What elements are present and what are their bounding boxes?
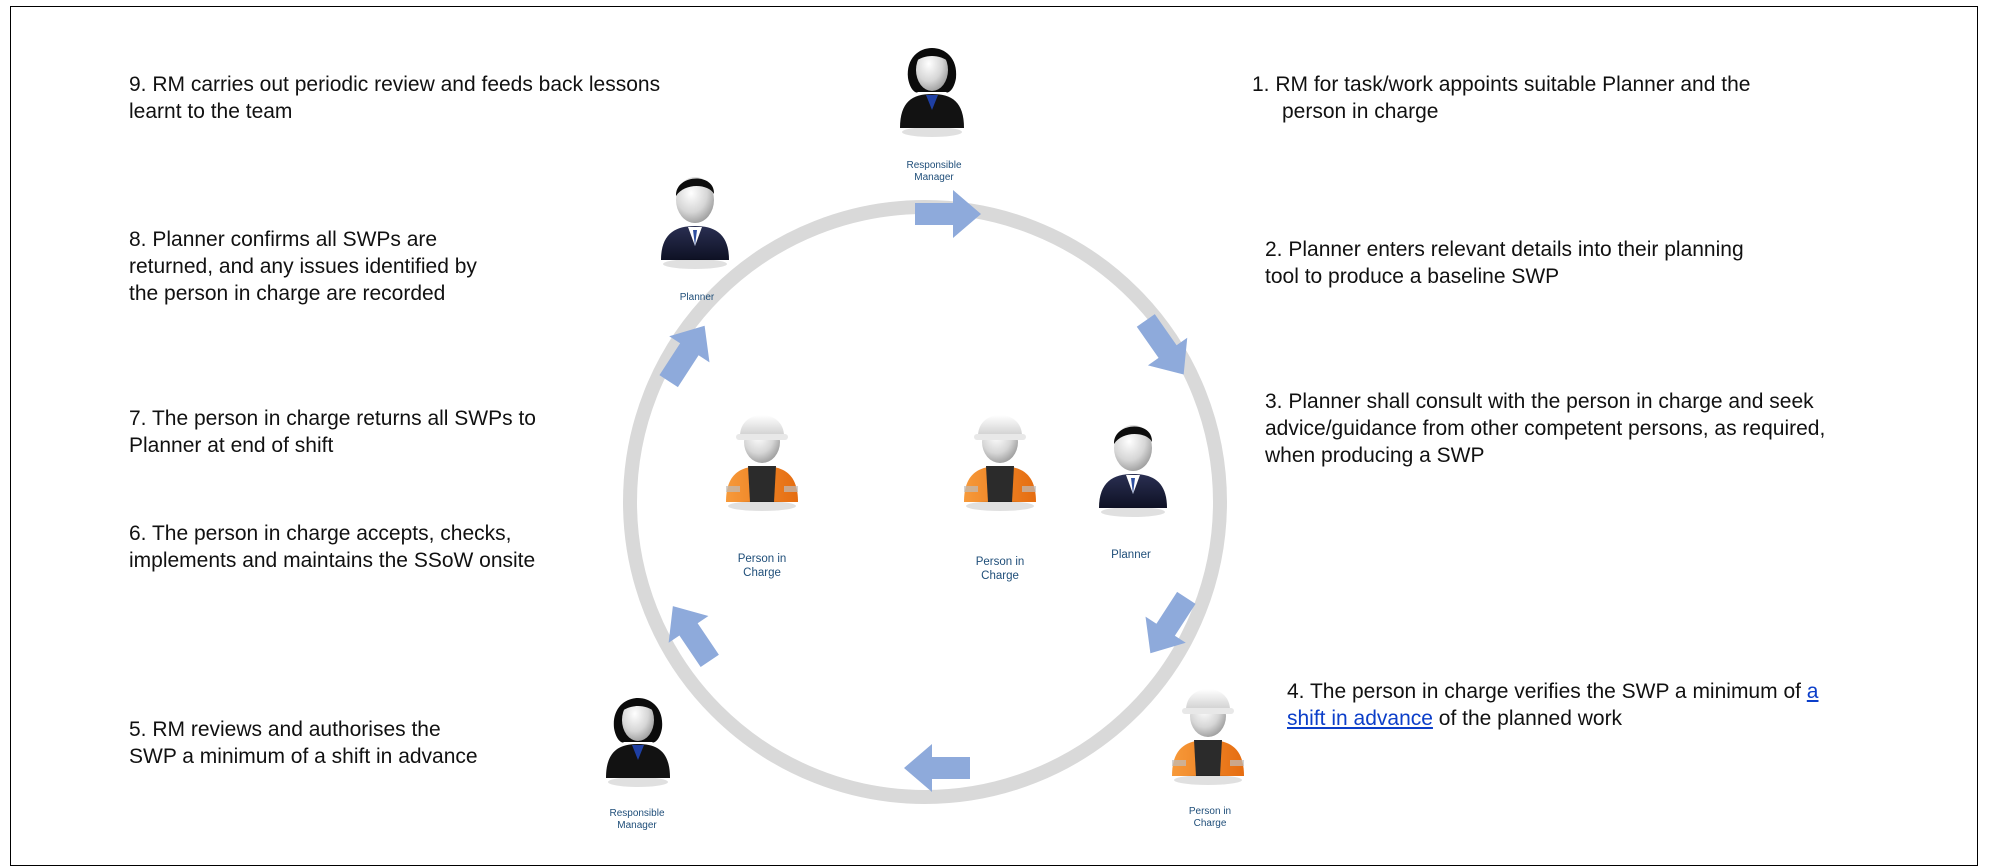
arrow-bottom xyxy=(904,744,970,792)
shift-in-advance-link[interactable]: a xyxy=(1806,680,1819,703)
step-3-text: 3. Planner shall consult with the person… xyxy=(1265,390,1826,467)
step-6-text: 6. The person in charge accepts, checks,… xyxy=(129,522,536,572)
responsible-manager-bottom-icon xyxy=(606,698,670,787)
step-1-text: 1. RM for task/work appoints suitable Pl… xyxy=(1252,73,1751,123)
label-planner-center: Planner xyxy=(1111,549,1151,561)
label-planner-left: Planner xyxy=(679,292,715,303)
cycle-arrows xyxy=(659,190,1196,792)
planner-left-icon xyxy=(661,177,729,269)
shift-in-advance-link-cont[interactable]: shift in advance xyxy=(1287,707,1433,730)
arrow-top xyxy=(915,190,981,238)
step-9-text: 9. RM carries out periodic review and fe… xyxy=(129,73,661,123)
person-in-charge-center-right-icon xyxy=(964,415,1036,511)
planner-center-icon xyxy=(1099,425,1167,517)
arrow-lower-right xyxy=(1145,591,1196,654)
person-in-charge-center-left-icon xyxy=(726,415,798,511)
step-7-text: 7. The person in charge returns all SWPs… xyxy=(129,407,536,457)
step-4-text: 4. The person in charge verifies the SWP… xyxy=(1287,680,1819,730)
person-in-charge-bottom-right-icon xyxy=(1172,689,1244,785)
responsible-manager-top-icon xyxy=(900,48,964,137)
arrow-lower-left xyxy=(668,606,719,668)
step-2-text: 2. Planner enters relevant details into … xyxy=(1265,238,1744,288)
arrow-upper-left xyxy=(659,325,710,388)
arrow-upper-right xyxy=(1136,314,1188,375)
